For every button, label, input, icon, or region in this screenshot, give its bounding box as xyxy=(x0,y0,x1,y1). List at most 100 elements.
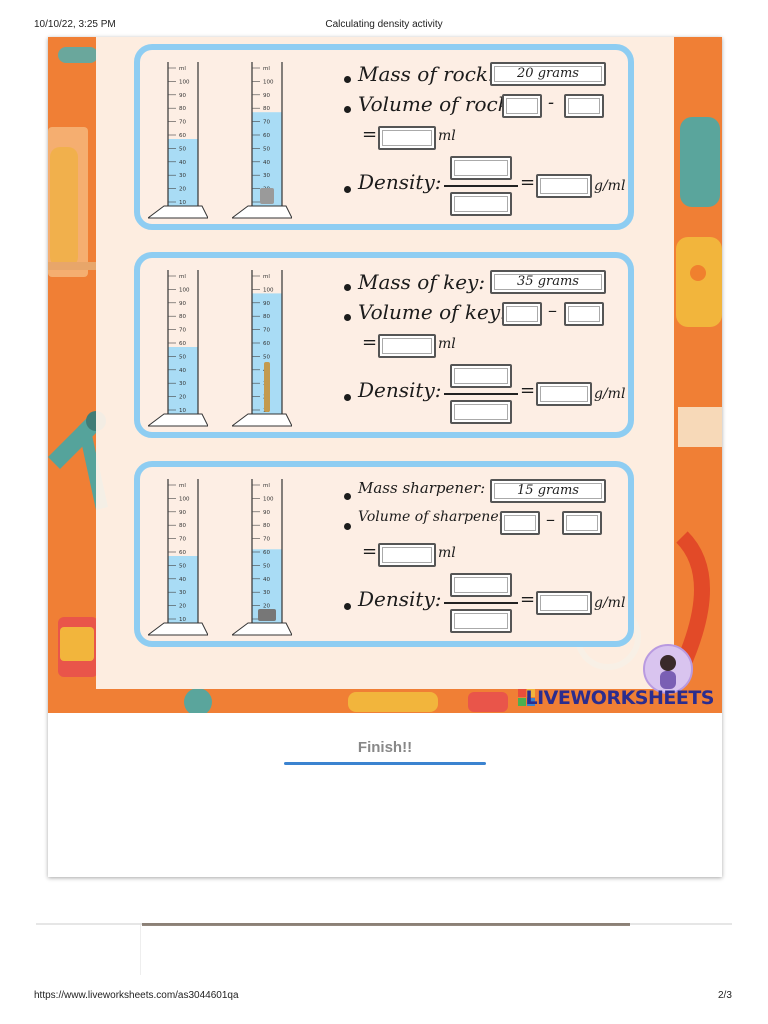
equals-sign: = xyxy=(362,124,378,145)
cylinder-tick-label: ml xyxy=(179,483,186,489)
density-result-input[interactable] xyxy=(536,591,592,615)
cylinder-tick-label: 50 xyxy=(263,354,270,360)
volume-initial-input[interactable] xyxy=(564,302,604,326)
print-url: https://www.liveworksheets.com/as3044601… xyxy=(34,990,239,1001)
finish-underline xyxy=(284,762,486,765)
cylinder-tick-label: 60 xyxy=(179,133,186,139)
cylinder-tick-label: 40 xyxy=(263,577,270,583)
water-level xyxy=(168,556,198,623)
worksheet-page: LIVEWORKSHEETS ml 100 90 80 70 60 50 40 30 20 10 ml… xyxy=(48,37,722,877)
density-denominator-input[interactable] xyxy=(450,400,512,424)
volume-result-input[interactable] xyxy=(378,126,436,150)
cylinder-tick-label: 50 xyxy=(179,146,186,152)
volume-final-input[interactable] xyxy=(502,302,542,326)
volume-initial-input[interactable] xyxy=(562,511,602,535)
density-unit: g/ml xyxy=(594,178,626,194)
volume-final-input[interactable] xyxy=(502,94,542,118)
cylinder-tick-label: 100 xyxy=(263,496,274,502)
density-unit: g/ml xyxy=(594,386,626,402)
liveworksheets-logo-icon xyxy=(518,689,535,706)
bullet xyxy=(344,284,351,291)
cylinder-tick-label: ml xyxy=(179,66,186,72)
liveworksheets-brand: LIVEWORKSHEETS xyxy=(525,687,714,709)
minus-sign: – xyxy=(548,300,557,321)
cylinder-tick-label: ml xyxy=(263,66,270,72)
cylinder-tick-label: 10 xyxy=(179,617,186,623)
cylinder-tick-label: 60 xyxy=(263,341,270,347)
volume-initial-input[interactable] xyxy=(564,94,604,118)
cylinder-tick-label: 10 xyxy=(179,200,186,206)
cylinder-tick-label: 30 xyxy=(179,590,186,596)
cylinder-tick-label: 100 xyxy=(179,496,190,502)
cylinder-tick-label: 100 xyxy=(179,79,190,85)
print-date: 10/10/22, 3:25 PM xyxy=(34,19,116,30)
cylinder-tick-label: 40 xyxy=(263,160,270,166)
cylinder-tick-label: 60 xyxy=(263,133,270,139)
volume-result-input[interactable] xyxy=(378,543,436,567)
cylinder-tick-label: 80 xyxy=(263,106,270,112)
cylinder-tick-label: 60 xyxy=(179,550,186,556)
cylinder-tick-label: 10 xyxy=(179,408,186,414)
water-level xyxy=(168,347,198,414)
key-object xyxy=(264,362,270,412)
water-level xyxy=(168,139,198,206)
volume-unit: ml xyxy=(438,128,456,144)
cylinder-tick-label: 50 xyxy=(179,354,186,360)
finish-button[interactable]: Finish!! xyxy=(284,732,486,762)
volume-unit: ml xyxy=(438,545,456,561)
cylinder-tick-label: 60 xyxy=(179,341,186,347)
density-numerator-input[interactable] xyxy=(450,156,512,180)
density-label: Density: xyxy=(358,170,442,194)
cylinder-tick-label: 30 xyxy=(263,173,270,179)
bullet xyxy=(344,314,351,321)
cylinder-tick-label: 30 xyxy=(179,381,186,387)
cylinder-tick-label: 90 xyxy=(263,301,270,307)
cylinder-tick-label: 40 xyxy=(179,160,186,166)
bullet xyxy=(344,76,351,83)
cylinder-tick-label: 20 xyxy=(263,604,270,610)
mass-label: Mass sharpener: xyxy=(358,479,486,497)
cylinder-tick-label: 20 xyxy=(179,604,186,610)
density-numerator-input[interactable] xyxy=(450,573,512,597)
cylinder-tick-label: ml xyxy=(263,274,270,280)
next-page-divider xyxy=(140,925,141,975)
equals-sign: = xyxy=(362,541,378,562)
density-denominator-input[interactable] xyxy=(450,609,512,633)
cylinder-tick-label: 90 xyxy=(179,301,186,307)
mass-label: Mass of key: xyxy=(358,270,486,294)
cylinder-tick-label: 60 xyxy=(263,550,270,556)
cylinder-tick-label: 70 xyxy=(179,120,186,126)
bullet xyxy=(344,493,351,500)
cylinder-tick-label: 70 xyxy=(263,537,270,543)
density-result-input[interactable] xyxy=(536,382,592,406)
bullet xyxy=(344,106,351,113)
volume-unit: ml xyxy=(438,336,456,352)
mass-value-box: 20 grams xyxy=(490,62,606,86)
density-result-input[interactable] xyxy=(536,174,592,198)
density-denominator-input[interactable] xyxy=(450,192,512,216)
volume-final-input[interactable] xyxy=(500,511,540,535)
cylinder-tick-label: 80 xyxy=(179,523,186,529)
cylinder-tick-label: 80 xyxy=(263,314,270,320)
cylinder-tick-label: 90 xyxy=(179,510,186,516)
cylinder-tick-label: 70 xyxy=(263,120,270,126)
fraction-line xyxy=(444,393,518,395)
density-numerator-input[interactable] xyxy=(450,364,512,388)
cylinder-tick-label: 20 xyxy=(179,395,186,401)
bullet xyxy=(344,523,351,530)
volume-result-input[interactable] xyxy=(378,334,436,358)
equals-sign: = xyxy=(520,589,536,610)
fraction-line xyxy=(444,602,518,604)
cylinder-tick-label: 50 xyxy=(263,563,270,569)
density-unit: g/ml xyxy=(594,595,626,611)
next-page-image-edge xyxy=(142,923,630,926)
cylinder-tick-label: 50 xyxy=(179,563,186,569)
cylinder-tick-label: 80 xyxy=(263,523,270,529)
cylinder-tick-label: 80 xyxy=(179,106,186,112)
equals-sign: = xyxy=(362,332,378,353)
